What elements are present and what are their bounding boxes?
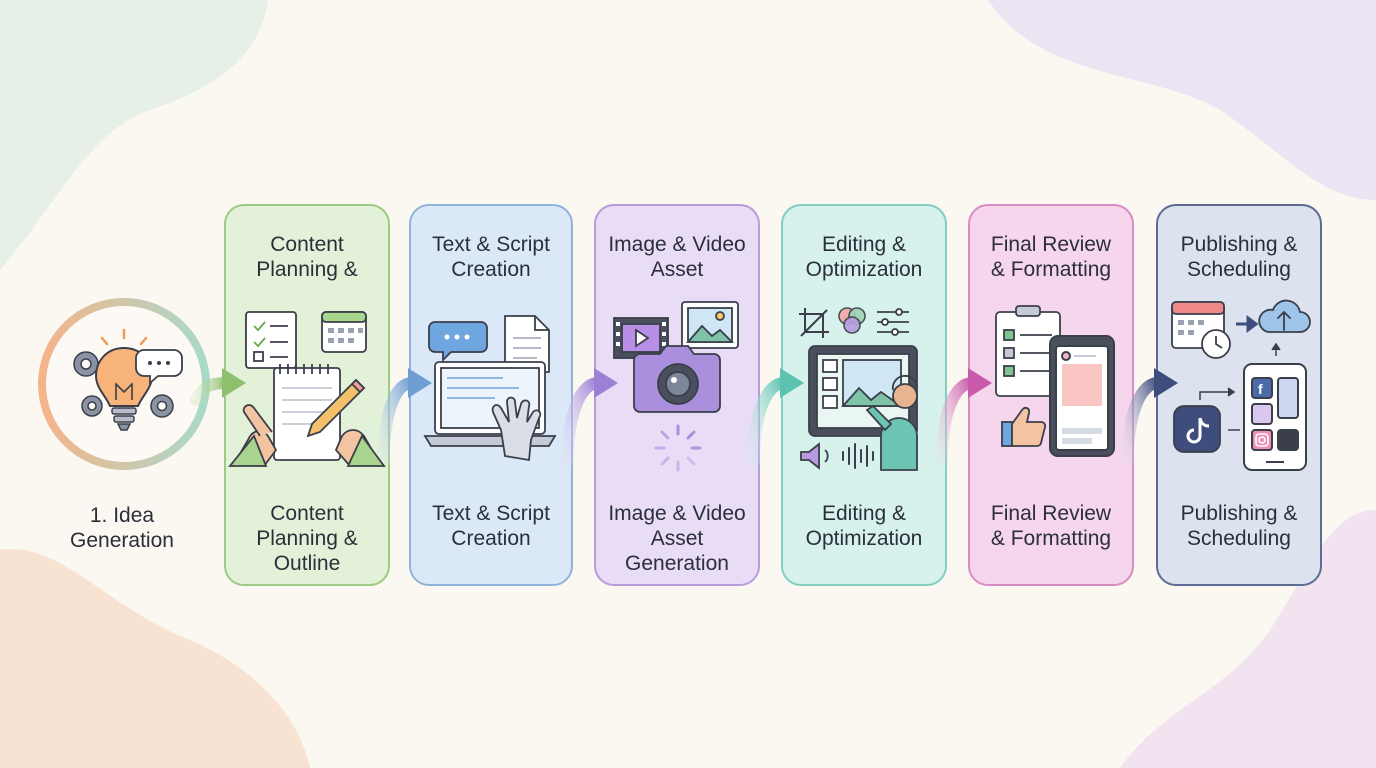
label-line: Image & Video <box>608 502 746 525</box>
tiktok-icon <box>1173 405 1221 453</box>
planning-illustration <box>228 311 386 467</box>
loading-spinner-icon <box>654 424 702 472</box>
label-line: Planning & <box>256 527 358 550</box>
label-line: Final Review <box>990 502 1112 525</box>
hands-icon <box>228 404 386 467</box>
label-line: Publishing & <box>1180 233 1298 256</box>
connector-lines <box>1199 342 1281 431</box>
stage-card-bottom-label: Final Review& Formatting <box>978 501 1124 551</box>
sliders-icon <box>877 308 909 336</box>
label-line: Final Review <box>990 233 1112 256</box>
review-illustration <box>995 305 1115 457</box>
idea-label: 1. Idea Generation <box>40 503 204 553</box>
calendar-icon <box>321 311 367 353</box>
tablet-icon <box>808 345 918 437</box>
label-line: Text & Script <box>432 502 550 525</box>
label-line: Content <box>270 233 344 256</box>
laptop-icon <box>423 361 557 447</box>
label-line: Asset <box>650 527 704 550</box>
stage-card-bottom-label: Editing &Optimization <box>791 501 937 551</box>
stage-card-top-label: Final Review& Formatting <box>978 232 1124 282</box>
film-strip-icon <box>613 317 669 359</box>
waveform-icon <box>842 443 874 469</box>
camera-icon <box>633 345 721 413</box>
label-line: & Formatting <box>990 258 1112 281</box>
arrow-right-icon <box>1236 315 1259 333</box>
arrow-3 <box>562 368 618 466</box>
phone-icon <box>1243 363 1307 471</box>
arrow-2 <box>378 368 432 466</box>
stage-card-top-label: Publishing &Scheduling <box>1166 232 1312 282</box>
label-line: Publishing & <box>1180 502 1298 525</box>
clipboard-checklist-icon <box>995 305 1061 397</box>
notepad-icon <box>273 364 341 461</box>
label-line: Image & Video <box>608 233 746 256</box>
robot-hand-icon <box>491 396 542 462</box>
idea-illustration <box>73 328 183 431</box>
instagram-icon <box>1255 433 1269 447</box>
arrow-1 <box>190 368 246 406</box>
arrow-5 <box>936 368 992 466</box>
pencil-icon <box>306 378 366 438</box>
label-line: Creation <box>451 258 531 281</box>
crop-icon <box>799 308 829 338</box>
background-blob-top-left <box>0 0 268 270</box>
idea-label-line1: 1. Idea <box>89 504 155 527</box>
svg-text:f: f <box>1258 381 1263 397</box>
speech-bubble-icon <box>135 349 183 385</box>
image-icon <box>681 301 739 349</box>
label-line: Planning & <box>256 258 358 281</box>
label-line: Generation <box>625 552 729 575</box>
label-line: Creation <box>451 527 531 550</box>
thumbs-up-icon <box>1001 406 1046 447</box>
cloud-upload-icon <box>1258 299 1311 333</box>
label-line: Text & Script <box>432 233 550 256</box>
color-circles-icon <box>838 307 866 334</box>
chat-bubble-icon <box>428 321 488 363</box>
label-line: Optimization <box>805 258 923 281</box>
idea-label-line2: Generation <box>70 529 174 552</box>
label-line: Outline <box>273 552 341 575</box>
label-line: Editing & <box>821 502 907 525</box>
publishing-illustration: f <box>1171 299 1311 471</box>
editing-illustration <box>799 307 918 471</box>
checklist-icon <box>245 311 297 369</box>
stage-card-top-label: Editing &Optimization <box>791 232 937 282</box>
facebook-icon: f <box>1258 381 1263 397</box>
gear-icon <box>73 351 174 418</box>
image-illustration <box>613 301 739 472</box>
person-icon <box>865 374 918 471</box>
label-line: Asset <box>650 258 704 281</box>
background-blob-top-right <box>988 0 1376 200</box>
label-line: Scheduling <box>1187 527 1291 550</box>
clock-icon <box>1201 329 1231 359</box>
label-line: Optimization <box>805 527 923 550</box>
text-illustration <box>423 315 557 462</box>
label-line: Scheduling <box>1187 258 1291 281</box>
label-line: & Formatting <box>990 527 1112 550</box>
speaker-icon <box>800 442 829 470</box>
label-line: Content <box>270 502 344 525</box>
stage-card-bottom-label: Publishing &Scheduling <box>1166 501 1312 551</box>
smartphone-icon <box>1049 335 1115 457</box>
arrow-4 <box>748 368 804 466</box>
arrow-6 <box>1122 368 1178 466</box>
background-blob-bottom-left <box>0 549 310 768</box>
label-line: Editing & <box>821 233 907 256</box>
